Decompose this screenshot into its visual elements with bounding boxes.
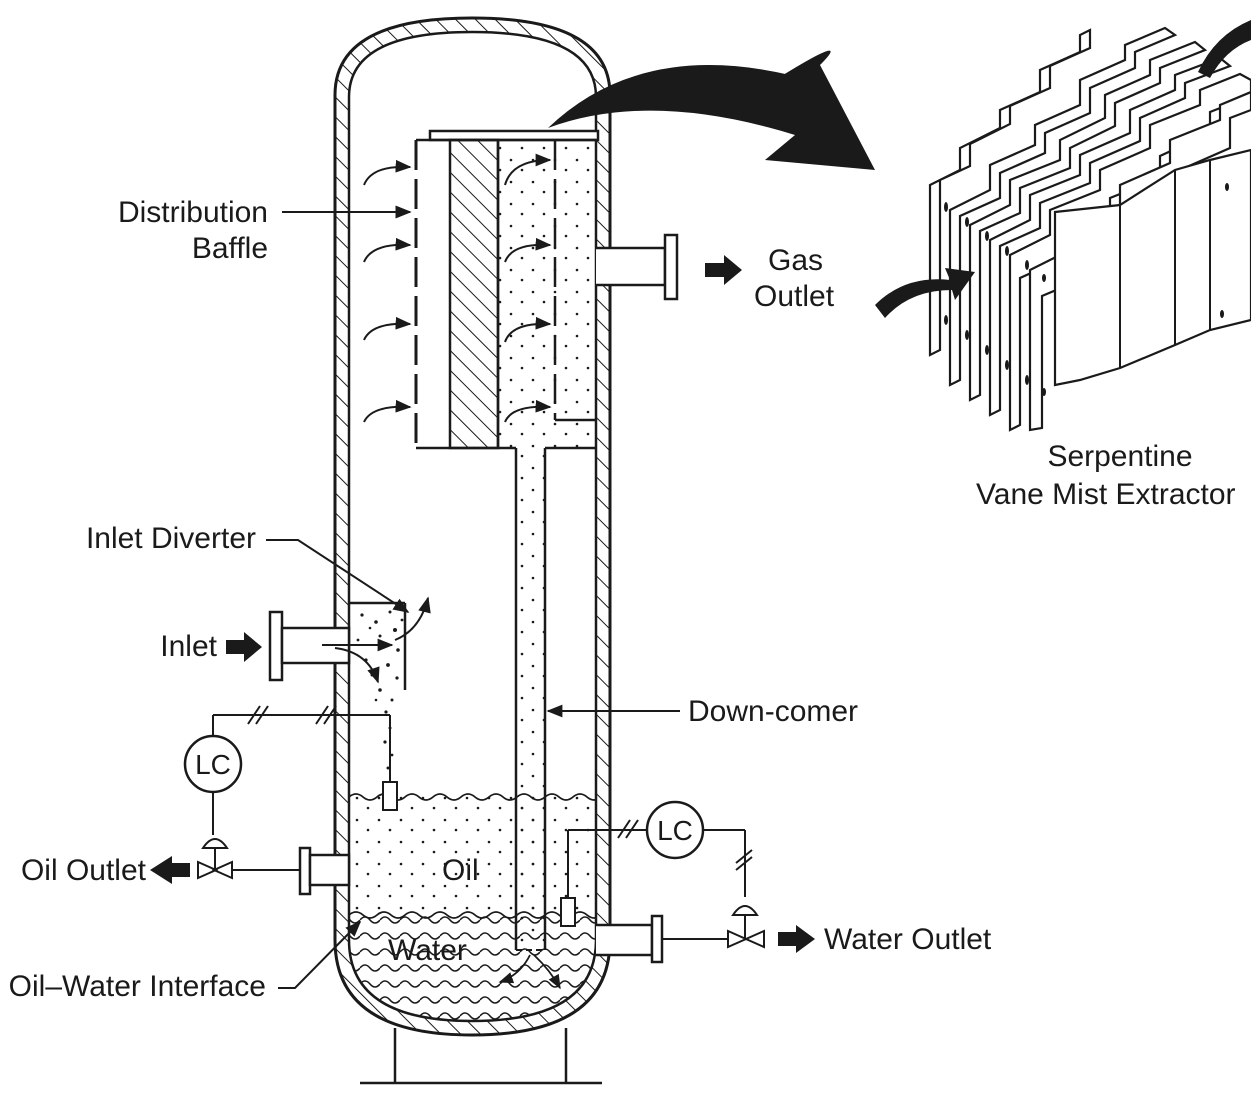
inlet-arrow-icon	[226, 632, 262, 662]
gas-outlet-nozzle	[596, 233, 742, 301]
inlet-nozzle	[226, 596, 431, 684]
oil-label: Oil	[442, 854, 479, 887]
inlet-droplets	[356, 610, 404, 770]
down-comer-pipe	[498, 448, 561, 990]
gas-outlet-label-2: Outlet	[754, 280, 835, 313]
mist-inflow-arrow	[875, 268, 975, 318]
water-lc-label: LC	[657, 815, 693, 846]
mist-outflow-arrow	[1198, 20, 1251, 78]
distribution-baffle-label-2: Baffle	[192, 232, 268, 265]
gas-outlet-label-1: Gas	[768, 244, 823, 277]
gas-outlet-arrow-icon	[705, 255, 742, 285]
water-level-controller	[560, 800, 753, 927]
oil-control-valve-icon	[197, 860, 233, 880]
mist-extractor-label-1: Serpentine	[1047, 440, 1192, 473]
inlet-label: Inlet	[160, 630, 217, 663]
water-outlet-label: Water Outlet	[824, 923, 992, 956]
oil-lc-label: LC	[195, 749, 231, 780]
oil-outlet-label: Oil Outlet	[21, 854, 147, 887]
mist-extractor-label-2: Vane Mist Extractor	[976, 478, 1236, 511]
distribution-baffle-label-1: Distribution	[118, 196, 268, 229]
callout-arrow	[548, 50, 875, 170]
serpentine-vane-detail	[928, 26, 1251, 432]
oil-water-interface-line	[349, 911, 596, 919]
oil-outlet-nozzle	[150, 792, 351, 896]
leader-lines	[266, 205, 680, 989]
vessel-support	[360, 1028, 602, 1085]
oil-water-interface-label: Oil–Water Interface	[9, 970, 266, 1003]
water-outlet-nozzle	[596, 905, 815, 964]
down-comer-label: Down-comer	[688, 695, 858, 728]
oil-level-controller	[183, 705, 398, 811]
oil-layer	[349, 795, 596, 913]
water-outlet-arrow-icon	[778, 925, 815, 953]
water-layer	[349, 913, 596, 1021]
inlet-diverter-label: Inlet Diverter	[86, 522, 256, 555]
oil-outlet-arrow-icon	[150, 856, 190, 884]
vane-pack	[448, 138, 500, 450]
mist-extractor-box	[363, 129, 600, 450]
water-label: Water	[388, 934, 467, 967]
liquid-layers	[349, 793, 596, 1021]
